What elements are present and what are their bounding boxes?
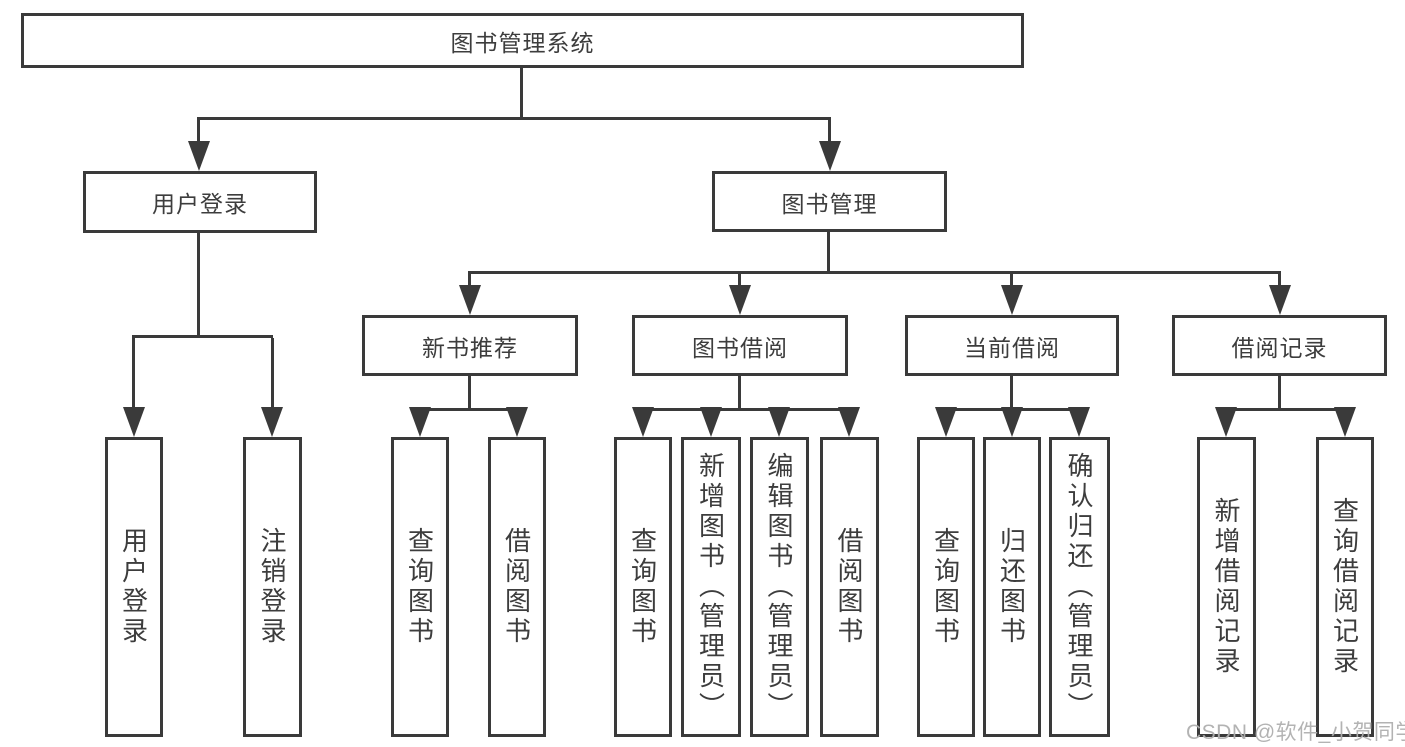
node-root: 图书管理系统: [21, 13, 1024, 68]
arrow-down-icon: [819, 141, 841, 171]
connector-user-login-bar: [132, 335, 273, 338]
arrow-down-icon: [409, 407, 431, 437]
connector-drop-records: [1278, 274, 1281, 288]
node-newbook-recommend: 新书推荐: [362, 315, 578, 376]
connector-drop-newbook: [468, 274, 471, 288]
arrow-down-icon: [838, 407, 860, 437]
connector-newbook-stem: [468, 376, 471, 411]
arrow-down-icon: [1215, 407, 1237, 437]
connector-newbook-bar: [418, 408, 519, 411]
csdn-watermark: CSDN @软件_小贺同学: [1186, 721, 1405, 744]
node-user-login: 用户登录: [83, 171, 317, 233]
connector-root-bar: [197, 117, 831, 120]
arrow-down-icon: [1269, 285, 1291, 315]
leaf-borrow-edit-admin: 编辑图书（管理员）: [750, 437, 809, 737]
node-borrow-records: 借阅记录: [1172, 315, 1387, 376]
connector-root-stem: [520, 68, 523, 120]
connector-records-bar: [1225, 408, 1347, 411]
connector-borrow-bar: [641, 408, 851, 411]
arrow-down-icon: [1068, 407, 1090, 437]
arrow-down-icon: [123, 407, 145, 437]
connector-drop-user-login: [197, 120, 200, 145]
arrow-down-icon: [1001, 285, 1023, 315]
arrow-down-icon: [459, 285, 481, 315]
connector-book-mgmt-bar: [468, 271, 1281, 274]
arrow-down-icon: [188, 141, 210, 171]
arrow-down-icon: [729, 285, 751, 315]
connector-records-stem: [1278, 376, 1281, 411]
leaf-records-query: 查询借阅记录: [1316, 437, 1374, 737]
connector-drop-borrow: [738, 274, 741, 288]
connector-user-login-stem: [197, 233, 200, 335]
connector-drop-book-mgmt: [828, 120, 831, 145]
arrow-down-icon: [261, 407, 283, 437]
arrow-down-icon: [632, 407, 654, 437]
arrow-down-icon: [1334, 407, 1356, 437]
arrow-down-icon: [700, 407, 722, 437]
arrow-down-icon: [935, 407, 957, 437]
arrow-down-icon: [1001, 407, 1023, 437]
connector-book-mgmt-stem: [827, 232, 830, 274]
arrow-down-icon: [768, 407, 790, 437]
connector-current-stem: [1010, 376, 1013, 411]
leaf-logout: 注销登录: [243, 437, 302, 737]
connector-drop-current: [1010, 274, 1013, 288]
leaf-user-login: 用户登录: [105, 437, 163, 737]
leaf-records-add: 新增借阅记录: [1197, 437, 1256, 737]
leaf-newbook-query: 查询图书: [391, 437, 449, 737]
arrow-down-icon: [506, 407, 528, 437]
connector-drop-logout-leaf: [271, 338, 274, 412]
leaf-current-return: 归还图书: [983, 437, 1041, 737]
leaf-current-confirm-admin: 确认归还（管理员）: [1049, 437, 1110, 737]
node-current-borrow: 当前借阅: [905, 315, 1119, 376]
node-book-borrow: 图书借阅: [632, 315, 848, 376]
connector-borrow-stem: [738, 376, 741, 411]
leaf-borrow-query: 查询图书: [614, 437, 672, 737]
leaf-borrow-add-admin: 新增图书（管理员）: [681, 437, 741, 737]
node-book-mgmt: 图书管理: [712, 171, 947, 232]
connector-drop-login-leaf: [132, 338, 135, 412]
leaf-newbook-borrow: 借阅图书: [488, 437, 546, 737]
leaf-current-query: 查询图书: [917, 437, 975, 737]
leaf-borrow-book: 借阅图书: [820, 437, 879, 737]
